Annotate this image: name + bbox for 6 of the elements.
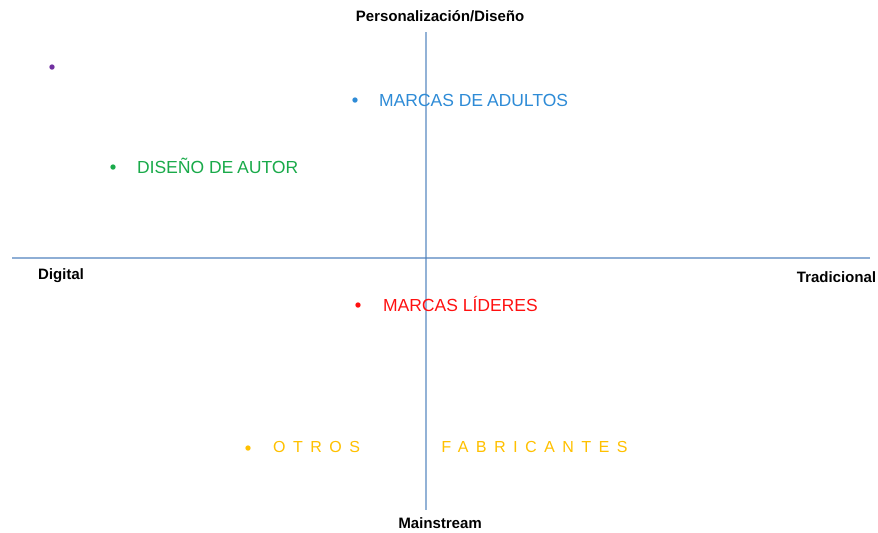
axis-label: Digital: [38, 267, 84, 282]
point-label: DISEÑO DE AUTOR: [137, 159, 298, 176]
axis-label: Personalización/Diseño: [356, 9, 524, 24]
axis-label: Tradicional: [796, 270, 876, 285]
point-label: OTROS FABRICANTES: [273, 440, 635, 456]
axis-label: Mainstream: [398, 516, 482, 531]
